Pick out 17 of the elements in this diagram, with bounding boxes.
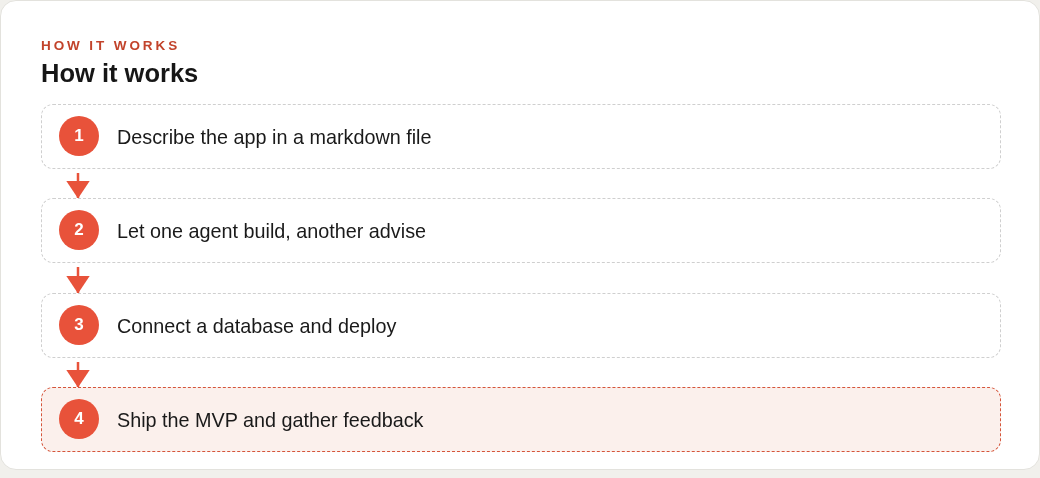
- step-text: Describe the app in a markdown file: [117, 125, 432, 148]
- step-number: 2: [59, 210, 99, 250]
- section-title: How it works: [41, 58, 199, 88]
- arrow: [66, 362, 90, 388]
- step-number: 3: [59, 305, 99, 345]
- eyebrow-heading: HOW IT WORKS: [41, 38, 181, 54]
- arrow: [66, 173, 90, 199]
- step-text: Connect a database and deploy: [117, 314, 397, 337]
- step-number: 4: [59, 399, 99, 439]
- arrow: [66, 267, 90, 294]
- highlighted-step-box: [41, 387, 1001, 452]
- step-number: 1: [59, 116, 99, 156]
- step-text: Let one agent build, another advise: [117, 219, 427, 242]
- step-box: [41, 293, 1001, 358]
- step-text: Ship the MVP and gather feedback: [117, 408, 424, 431]
- step-box: [41, 198, 1001, 263]
- step-box: [41, 104, 1001, 169]
